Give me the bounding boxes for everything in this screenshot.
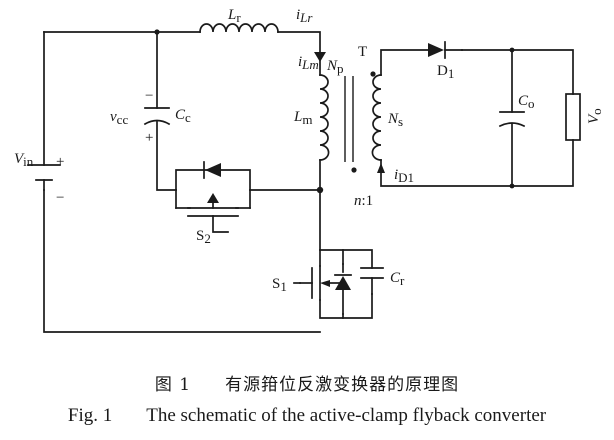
label-lr: Lr	[227, 7, 241, 25]
label-cr: Cr	[390, 270, 405, 288]
switch-s1	[293, 265, 344, 301]
label-vo: Vo	[586, 108, 604, 124]
label-vin: Vin	[14, 151, 34, 169]
label-s1: S1	[272, 276, 287, 294]
inductor-lr	[199, 23, 279, 33]
label-turns-ratio: n:1	[354, 193, 373, 209]
label-vin-plus: +	[56, 154, 64, 170]
caption-english: Fig. 1 The schematic of the active-clamp …	[0, 405, 614, 427]
label-ilm: iLm	[298, 54, 319, 72]
label-ns: Ns	[387, 111, 403, 129]
label-vin-minus: −	[56, 190, 64, 206]
load-resistor-vo	[565, 93, 581, 141]
label-ilr: iLr	[296, 7, 313, 25]
label-lm: Lm	[293, 109, 312, 127]
caption-en-text: The schematic of the active-clamp flybac…	[146, 405, 547, 426]
label-vcc: vcc	[110, 109, 128, 127]
junction-dot	[316, 186, 324, 194]
junction-dot	[154, 29, 160, 35]
diode-d1	[428, 41, 463, 59]
wires	[43, 31, 574, 333]
circuit-schematic: Lr iLr iLm Np T D1 Co Vo − vcc Cc + Lm N…	[14, 7, 604, 333]
caption-chinese: 图 1 有源箝位反激变换器的原理图	[0, 370, 614, 395]
secondary-winding	[371, 74, 382, 161]
caption-en-number: Fig. 1	[67, 405, 113, 426]
label-cc-minus: −	[145, 88, 153, 104]
label-s2: S2	[196, 228, 211, 246]
source-vin	[27, 164, 61, 191]
primary-winding	[319, 74, 330, 161]
polarity-dot	[351, 167, 357, 173]
label-d1: D1	[437, 63, 454, 81]
capacitor-cc	[143, 107, 171, 126]
capacitor-co	[498, 111, 526, 128]
label-co: Co	[518, 93, 535, 111]
label-cc-plus: +	[145, 130, 153, 146]
label-np: Np	[326, 58, 344, 76]
label-transformer-t: T	[358, 44, 367, 60]
capacitor-cr	[360, 267, 384, 295]
polarity-dot	[370, 71, 376, 77]
arrow-id1-icon	[377, 163, 385, 173]
switch-s2	[175, 161, 251, 233]
junction-dot	[509, 47, 515, 53]
caption-cn-text: 有源箝位反激变换器的原理图	[225, 375, 460, 395]
arrow-ilr-icon	[314, 52, 326, 62]
label-id1: iD1	[394, 167, 414, 185]
diode-s1-body	[334, 263, 352, 315]
junction-dot	[509, 183, 515, 189]
label-cc: Cc	[175, 107, 191, 125]
caption-cn-number: 图 1	[154, 375, 192, 395]
